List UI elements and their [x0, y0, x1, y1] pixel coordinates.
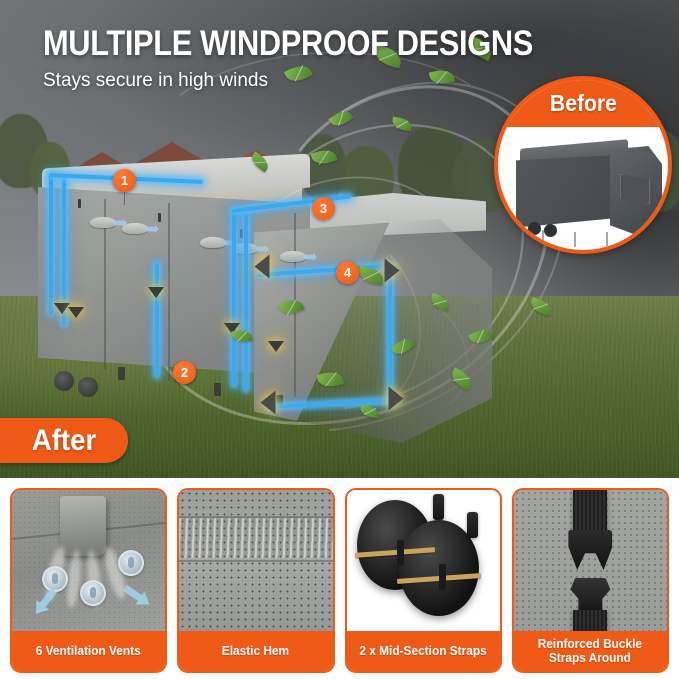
strap-vertical-mid — [155, 263, 159, 377]
callout-marker-4-label: 4 — [343, 265, 352, 280]
tension-stake-2 — [68, 307, 84, 318]
before-wheel-2 — [544, 224, 557, 237]
before-label-band: Before — [498, 80, 668, 127]
before-wheel-1 — [528, 222, 541, 235]
feature-caption: 6 Ventilation Vents — [12, 631, 166, 671]
page-subtitle: Stays secure in high winds — [43, 70, 268, 91]
callout-marker-1[interactable]: 1 — [113, 169, 136, 205]
callout-marker-4[interactable]: 4 — [336, 261, 359, 284]
corner-reinforce-lower-right — [388, 386, 404, 411]
callout-marker-2-label: 2 — [180, 365, 189, 380]
strap-vertical-front-1 — [49, 173, 53, 315]
callout-marker-3-label: 3 — [319, 201, 328, 216]
page-title: MULTIPLE WINDPROOF DESIGNS — [43, 24, 533, 63]
feature-caption-text: 2 x Mid-Section Straps — [359, 644, 487, 658]
vent-icon — [12, 490, 166, 631]
corner-reinforce-lower-left — [260, 390, 276, 415]
callout-marker-2[interactable]: 2 — [173, 361, 196, 384]
corner-reinforce-upper-right — [384, 258, 400, 283]
callout-marker-1-label: 1 — [120, 173, 129, 188]
feature-caption-text: 6 Ventilation Vents — [36, 644, 142, 658]
fabric-icon — [179, 490, 333, 631]
tension-stake-4 — [224, 323, 240, 334]
feature-panel-elastic-hem[interactable]: Elastic Hem — [177, 488, 335, 673]
buckle-icon — [513, 490, 667, 631]
before-badge: Before — [494, 76, 672, 254]
strap-rear-right-edge — [388, 273, 392, 405]
feature-panel-mid-straps[interactable]: 2 x Mid-Section Straps — [344, 488, 502, 673]
feature-panel-row: 6 Ventilation Vents Elastic Hem — [0, 488, 679, 673]
tension-stake-5 — [268, 341, 284, 352]
after-badge: After — [0, 418, 128, 463]
feature-caption: Elastic Hem — [179, 631, 333, 671]
hero-section: 1 2 3 4 — [0, 0, 679, 478]
tension-stake-3 — [148, 287, 164, 298]
before-circle-frame: Before — [494, 76, 672, 254]
tension-stake-1 — [54, 303, 70, 314]
before-label: Before — [549, 90, 617, 116]
rv-cover-illustration: 1 2 3 4 — [18, 153, 528, 465]
callout-marker-3[interactable]: 3 — [312, 197, 335, 220]
strap-vertical-rear-1 — [232, 209, 236, 387]
feature-caption: 2 x Mid-Section Straps — [346, 631, 500, 671]
feature-caption-text: Elastic Hem — [222, 644, 290, 658]
feature-panel-ventilation[interactable]: 6 Ventilation Vents — [10, 488, 168, 673]
strap-vertical-rear-2 — [244, 213, 248, 391]
after-label: After — [31, 423, 97, 457]
strap-vertical-front-2 — [62, 177, 66, 325]
corner-reinforce-upper-left — [254, 254, 270, 279]
strap-coil-icon — [346, 490, 500, 631]
